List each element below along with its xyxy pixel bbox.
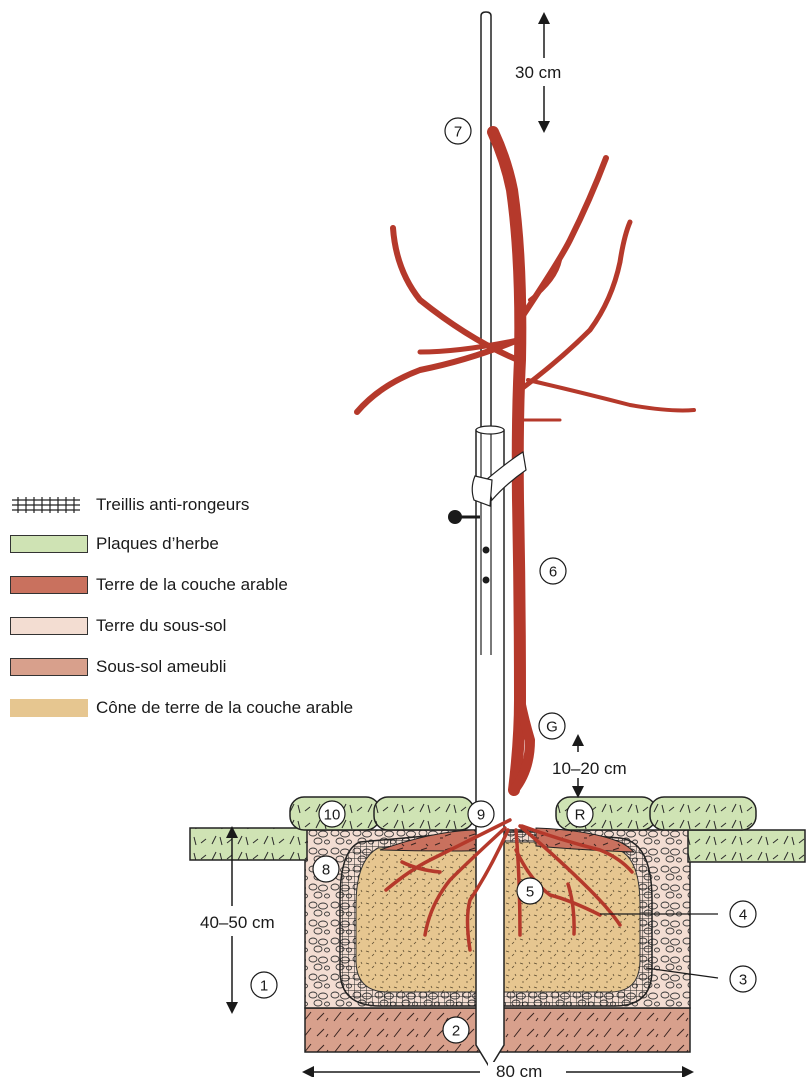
legend-item-mesh: Treillis anti-rongeurs: [10, 494, 410, 518]
marker-7: 7: [445, 118, 471, 144]
marker-3: 3: [730, 966, 756, 992]
svg-text:10: 10: [324, 807, 341, 824]
legend-label-subsoil: Terre du sous-sol: [96, 616, 226, 636]
svg-text:8: 8: [322, 862, 330, 879]
ground-grass-right: [688, 830, 805, 862]
svg-text:7: 7: [454, 124, 462, 141]
svg-text:G: G: [546, 719, 558, 736]
legend-item-subsoil: Terre du sous-sol: [10, 615, 410, 639]
legend-label-topsoil-cone: Cône de terre de la couche arable: [96, 698, 353, 718]
svg-text:3: 3: [739, 972, 747, 989]
pit-width-dimension: 80 cm: [496, 1062, 542, 1077]
stake-screw-2: [483, 577, 490, 584]
svg-text:6: 6: [549, 564, 557, 581]
legend-item-topsoil-cone: Cône de terre de la couche arable: [10, 697, 410, 721]
svg-text:4: 4: [739, 907, 747, 924]
graft-height-dimension: 10–20 cm: [552, 759, 627, 778]
stake-screw-1: [483, 547, 490, 554]
svg-text:R: R: [575, 807, 586, 824]
topsoil-cone-swatch-icon: [10, 699, 88, 717]
marker-1: 1: [251, 972, 277, 998]
marker-10: 10: [319, 801, 345, 827]
mesh-swatch-icon: [10, 496, 88, 514]
subsoil-swatch-icon: [10, 617, 88, 635]
svg-text:9: 9: [477, 807, 485, 824]
svg-text:1: 1: [260, 978, 268, 995]
stake-tie-band: [472, 476, 492, 506]
tree: [357, 132, 694, 790]
grass-swatch-icon: [10, 535, 88, 553]
marker-5: 5: [517, 878, 543, 904]
legend-label-loosened-subsoil: Sous-sol ameubli: [96, 657, 226, 677]
legend-label-grass: Plaques d’herbe: [96, 534, 219, 554]
legend-item-loosened-subsoil: Sous-sol ameubli: [10, 656, 410, 680]
loosened-subsoil-swatch-icon: [10, 658, 88, 676]
legend-label-topsoil: Terre de la couche arable: [96, 575, 288, 595]
legend-label-mesh: Treillis anti-rongeurs: [96, 495, 249, 515]
stake-top-dimension: 30 cm: [515, 63, 561, 82]
stake: [476, 12, 504, 1068]
marker-4: 4: [730, 901, 756, 927]
marker-2: 2: [443, 1017, 469, 1043]
topsoil-swatch-icon: [10, 576, 88, 594]
marker-6: 6: [540, 558, 566, 584]
pit-depth-dimension: 40–50 cm: [200, 913, 275, 932]
legend-item-topsoil: Terre de la couche arable: [10, 574, 410, 598]
ground-grass-left: [190, 828, 307, 860]
marker-8: 8: [313, 856, 339, 882]
marker-g: G: [539, 713, 565, 739]
legend-item-grass: Plaques d’herbe: [10, 533, 410, 557]
marker-r: R: [567, 801, 593, 827]
svg-text:5: 5: [526, 884, 534, 901]
svg-text:2: 2: [452, 1023, 460, 1040]
marker-9: 9: [468, 801, 494, 827]
